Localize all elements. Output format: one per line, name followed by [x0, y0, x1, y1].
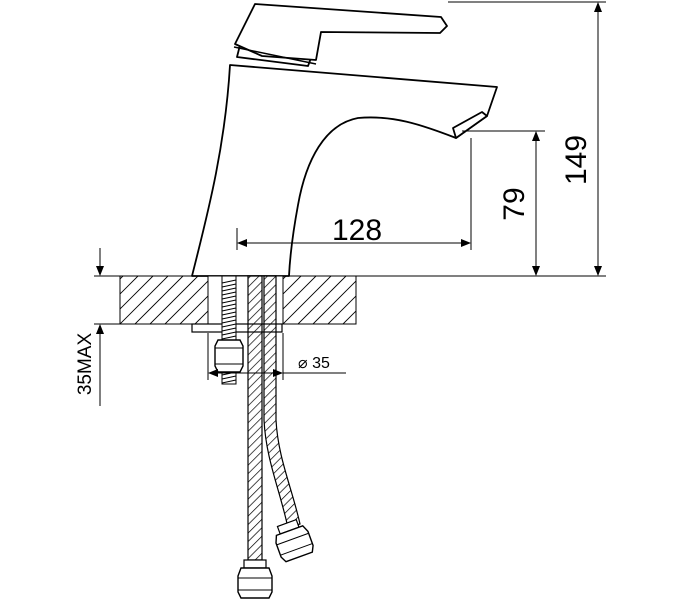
spout-aerator — [452, 111, 488, 139]
hose-bent-fitting — [275, 518, 314, 563]
hose-bent — [263, 275, 301, 529]
hose-long-fitting — [237, 559, 273, 599]
dimension-total-height-label: 149 — [560, 135, 593, 185]
dimension-spout-height-label: 79 — [498, 187, 531, 220]
dimension-reach: 128 — [236, 138, 472, 250]
countertop-hatching-right — [283, 276, 356, 324]
dimension-counter-thickness: 35MAX — [75, 248, 120, 406]
faucet-body — [191, 3, 498, 277]
countertop-hatching-left — [120, 276, 208, 324]
dimension-total-height: 149 — [448, 1, 606, 276]
faucet-spout-body — [191, 64, 498, 277]
dimension-reach-label: 128 — [332, 214, 382, 247]
lever-handle — [234, 3, 448, 61]
dimension-diameter: ⌀ 35 — [207, 333, 346, 380]
hose-long — [247, 275, 263, 561]
countertop-left-section — [119, 275, 209, 325]
lever-edge-line — [233, 46, 317, 65]
mounting-washer — [191, 323, 283, 333]
dimension-counter-thickness-label: 35MAX — [75, 333, 96, 396]
dimension-spout-height: 79 — [283, 130, 606, 277]
flexible-hoses — [237, 275, 314, 599]
hex-nut — [214, 339, 244, 373]
dimension-diameter-label: ⌀ 35 — [298, 355, 330, 372]
